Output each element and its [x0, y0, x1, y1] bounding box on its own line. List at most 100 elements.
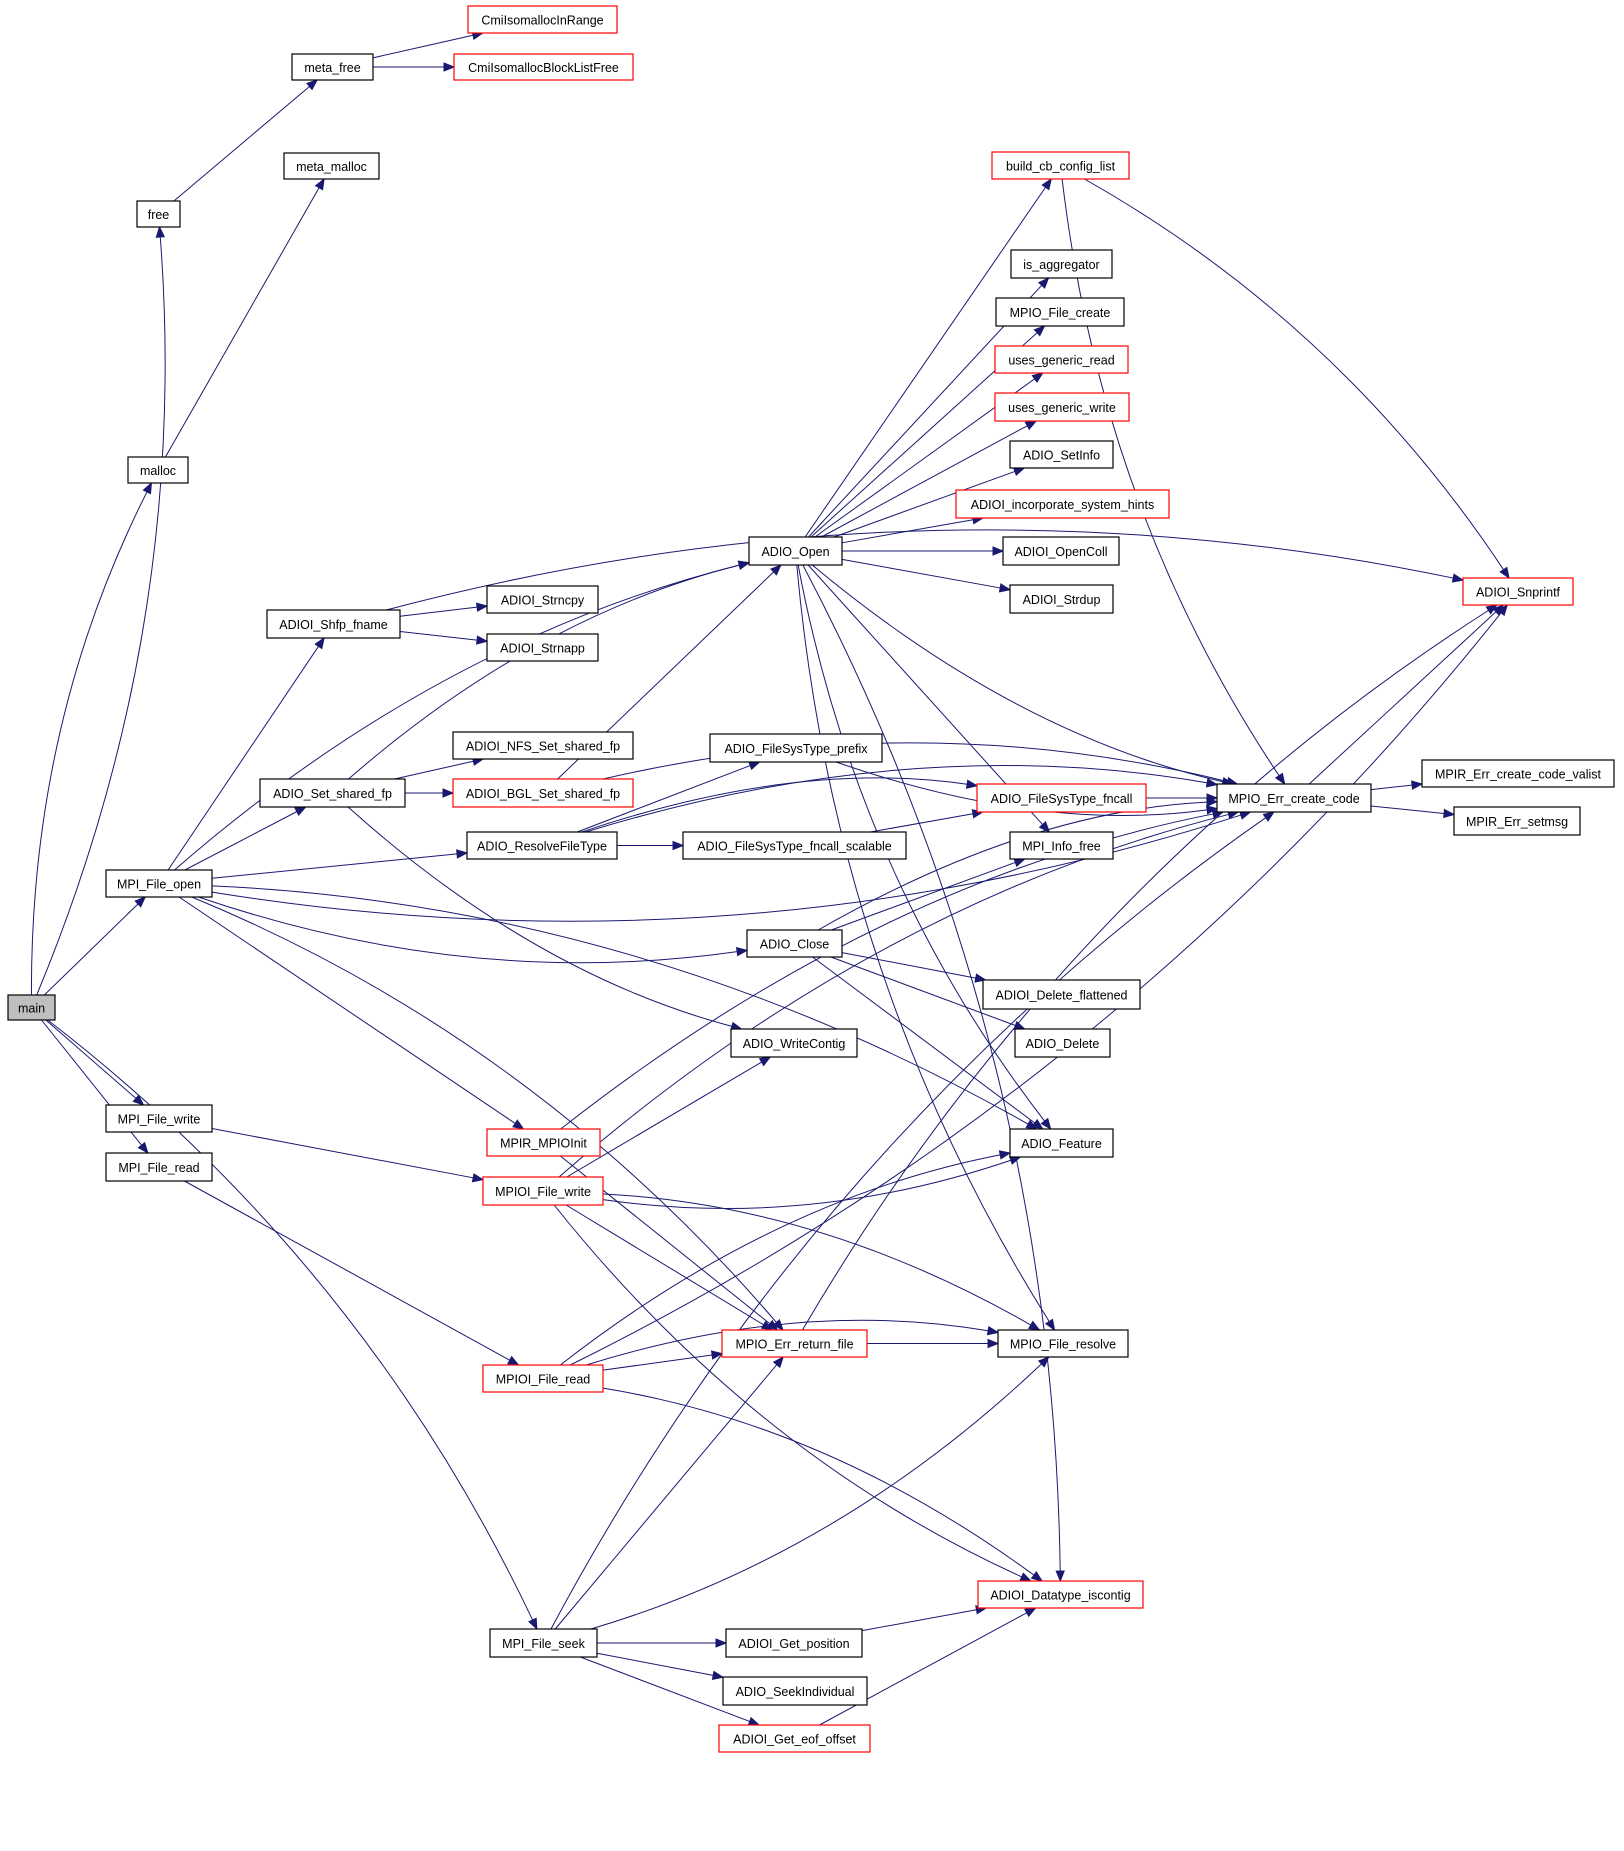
- node-is-aggregator[interactable]: is_aggregator: [1010, 249, 1113, 279]
- edge-line: [602, 1193, 1032, 1326]
- node-adioi-bgl-set-shared-fp[interactable]: ADIOI_BGL_Set_shared_fp: [452, 778, 634, 808]
- edge-mpi-file-open-to-mpio-err-create-code: [211, 810, 1252, 922]
- node-adio-resolvefiletype[interactable]: ADIO_ResolveFileType: [466, 831, 618, 860]
- edge-line: [602, 1354, 713, 1371]
- edge-mpi-file-seek-to-mpio-file-resolve: [590, 1356, 1050, 1630]
- edge-line: [841, 519, 974, 544]
- node-adio-feature[interactable]: ADIO_Feature: [1009, 1128, 1114, 1158]
- edge-adio-open-to-mpio-file-resolve: [796, 564, 1056, 1332]
- node-adioi-delete-flattened[interactable]: ADIOI_Delete_flattened: [982, 979, 1141, 1010]
- edge-mpioi-file-read-to-mpio-file-resolve: [586, 1319, 1000, 1366]
- edge-line: [198, 896, 738, 964]
- node-label: uses_generic_read: [1008, 354, 1114, 368]
- node-adioi-get-eof-offset[interactable]: ADIOI_Get_eof_offset: [718, 1724, 871, 1753]
- node-free[interactable]: free: [136, 200, 181, 228]
- arrowhead-icon: [998, 583, 1012, 593]
- node-adio-open[interactable]: ADIO_Open: [748, 536, 843, 566]
- edge-adio-open-to-adioi-datatype-iscontig: [802, 564, 1065, 1583]
- node-cmiisomallocblocklistfree[interactable]: CmiIsomallocBlockListFree: [453, 53, 634, 81]
- node-mpir-mpioinit[interactable]: MPIR_MPIOInit: [486, 1128, 601, 1157]
- node-mpio-file-resolve[interactable]: MPIO_File_resolve: [997, 1329, 1129, 1358]
- arrowhead-icon: [1044, 1318, 1056, 1332]
- node-cmiisomallocinrange[interactable]: CmiIsomallocInRange: [467, 5, 618, 34]
- node-adio-filesystype-fncall-scalable[interactable]: ADIO_FileSysType_fncall_scalable: [682, 831, 907, 860]
- node-mpio-file-create[interactable]: MPIO_File_create: [995, 297, 1125, 327]
- node-main[interactable]: main: [7, 994, 56, 1021]
- node-adioi-incorporate-system-hints[interactable]: ADIOI_incorporate_system_hints: [955, 489, 1170, 519]
- edge-mpio-err-return-file-to-mpio-file-resolve: [867, 1338, 1000, 1349]
- node-adio-filesystype-fncall[interactable]: ADIO_FileSysType_fncall: [976, 783, 1147, 813]
- arrowhead-icon: [737, 560, 751, 570]
- node-label: ADIOI_Delete_flattened: [995, 989, 1127, 1003]
- edge-adio-set-shared-fp-to-adioi-nfs-set-shared-fp: [394, 756, 485, 780]
- edge-mpi-file-open-to-adio-set-shared-fp: [184, 806, 307, 871]
- node-label: ADIOI_incorporate_system_hints: [971, 498, 1154, 512]
- edge-line: [44, 903, 139, 996]
- edge-adio-open-to-uses-generic-write: [821, 420, 1038, 538]
- node-adioi-snprintf[interactable]: ADIOI_Snprintf: [1462, 577, 1574, 606]
- edge-mpioi-file-write-to-adio-feature: [602, 1155, 1022, 1210]
- node-mpir-err-create-code-valist[interactable]: MPIR_Err_create_code_valist: [1421, 759, 1615, 788]
- arrowhead-icon: [1497, 603, 1509, 617]
- node-uses-generic-write[interactable]: uses_generic_write: [994, 392, 1130, 422]
- edge-main-to-mpi-file-write: [45, 1019, 145, 1106]
- node-meta-malloc[interactable]: meta_malloc: [283, 152, 380, 180]
- node-adioi-opencoll[interactable]: ADIOI_OpenColl: [1002, 536, 1120, 566]
- arrowhead-icon: [1040, 1117, 1052, 1131]
- edge-meta-free-to-cmiisomallocblocklistfree: [373, 62, 456, 72]
- node-box: [486, 1128, 601, 1157]
- edge-line: [167, 646, 319, 871]
- arrowhead-icon: [137, 1141, 149, 1155]
- node-mpir-err-setmsg[interactable]: MPIR_Err_setmsg: [1453, 806, 1581, 836]
- node-box: [467, 5, 618, 34]
- arrowhead-icon: [1205, 778, 1219, 788]
- arrowhead-icon: [528, 1617, 538, 1631]
- node-box: [1009, 1128, 1114, 1158]
- node-box: [105, 869, 213, 898]
- node-adio-writecontig[interactable]: ADIO_WriteContig: [730, 1028, 858, 1058]
- node-mpi-file-read[interactable]: MPI_File_read: [105, 1152, 213, 1182]
- node-label: ADIOI_BGL_Set_shared_fp: [466, 787, 620, 801]
- arrowhead-icon: [672, 840, 685, 851]
- node-adio-setinfo[interactable]: ADIO_SetInfo: [1009, 440, 1114, 469]
- node-mpi-file-seek[interactable]: MPI_File_seek: [489, 1628, 598, 1658]
- arrowhead-icon: [1499, 566, 1510, 580]
- node-adioi-get-position[interactable]: ADIOI_Get_position: [725, 1628, 863, 1658]
- node-mpio-err-return-file[interactable]: MPIO_Err_return_file: [721, 1329, 868, 1358]
- node-uses-generic-read[interactable]: uses_generic_read: [994, 345, 1129, 374]
- edge-line: [211, 885, 1029, 1125]
- node-mpioi-file-read[interactable]: MPIOI_File_read: [482, 1364, 604, 1393]
- node-adio-seekindividual[interactable]: ADIO_SeekIndividual: [722, 1676, 868, 1706]
- node-build-cb-config-list[interactable]: build_cb_config_list: [991, 151, 1130, 180]
- node-adio-delete[interactable]: ADIO_Delete: [1014, 1028, 1111, 1058]
- node-mpioi-file-write[interactable]: MPIOI_File_write: [482, 1176, 604, 1206]
- edge-line: [386, 529, 1454, 611]
- edge-adio-resolvefiletype-to-mpio-err-create-code: [585, 765, 1219, 833]
- node-label: MPI_Info_free: [1022, 840, 1101, 854]
- node-adioi-nfs-set-shared-fp[interactable]: ADIOI_NFS_Set_shared_fp: [452, 731, 634, 760]
- node-meta-free[interactable]: meta_free: [291, 53, 374, 81]
- node-mpio-err-create-code[interactable]: MPIO_Err_create_code: [1216, 783, 1372, 813]
- arrowhead-icon: [1012, 467, 1026, 477]
- node-mpi-file-open[interactable]: MPI_File_open: [105, 869, 213, 898]
- node-adioi-strncpy[interactable]: ADIOI_Strncpy: [486, 585, 599, 614]
- node-malloc[interactable]: malloc: [127, 456, 189, 484]
- node-adio-filesystype-prefix[interactable]: ADIO_FileSysType_prefix: [709, 733, 883, 763]
- node-box: [482, 1364, 604, 1393]
- node-mpi-file-write[interactable]: MPI_File_write: [105, 1104, 213, 1133]
- node-mpi-info-free[interactable]: MPI_Info_free: [1009, 831, 1114, 860]
- node-box: [1009, 440, 1114, 469]
- node-box: [976, 783, 1147, 813]
- node-adio-close[interactable]: ADIO_Close: [746, 929, 843, 958]
- node-adioi-strnapp[interactable]: ADIOI_Strnapp: [486, 633, 599, 662]
- arrowhead-icon: [314, 636, 325, 650]
- edge-line: [1370, 784, 1413, 791]
- edge-adioi-shfp-fname-to-adioi-strnapp: [399, 630, 489, 645]
- node-adioi-datatype-iscontig[interactable]: ADIOI_Datatype_iscontig: [977, 1580, 1144, 1609]
- arrowhead-icon: [1411, 780, 1424, 790]
- node-adioi-shfp-fname[interactable]: ADIOI_Shfp_fname: [266, 609, 401, 639]
- node-adio-set-shared-fp[interactable]: ADIO_Set_shared_fp: [259, 778, 406, 808]
- node-label: meta_free: [304, 61, 360, 75]
- node-adioi-strdup[interactable]: ADIOI_Strdup: [1009, 584, 1114, 614]
- node-label: ADIOI_Get_position: [738, 1637, 849, 1651]
